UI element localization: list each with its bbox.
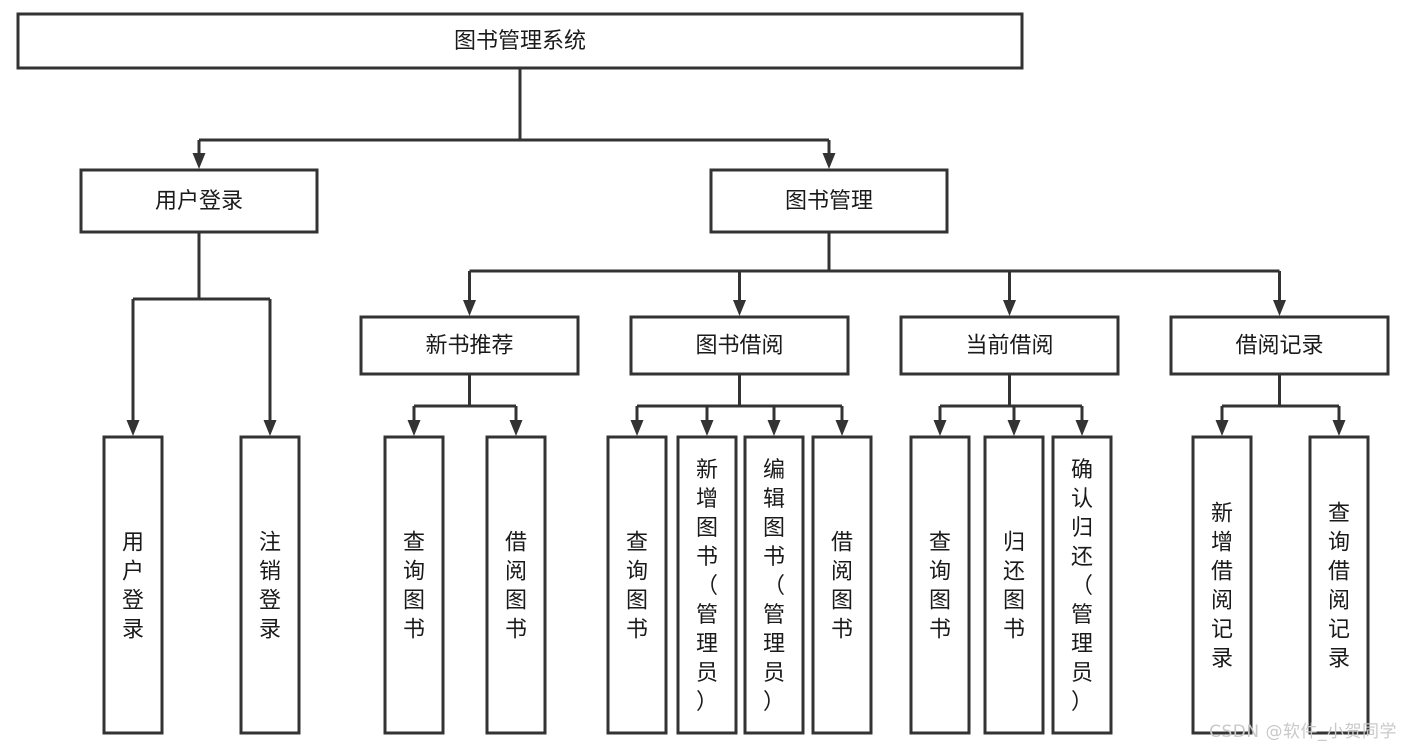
node-leaf-query-book-3[interactable]: 查询图书	[909, 435, 971, 735]
node-label: 当前借阅	[965, 334, 1053, 359]
node-book-borrow[interactable]: 图书借阅	[629, 315, 850, 376]
node-box[interactable]	[743, 435, 805, 735]
node-label: 查询图书	[403, 531, 425, 643]
node-label: 图书借阅	[695, 334, 783, 359]
node-box[interactable]	[1169, 315, 1390, 376]
node-box[interactable]	[16, 12, 1024, 70]
node-label: 编辑图书（管理员）	[763, 458, 785, 715]
node-leaf-confirm-return[interactable]: 确认归还（管理员）	[1051, 435, 1113, 735]
arrow-head-icon	[835, 420, 849, 436]
node-leaf-add-record[interactable]: 新增借阅记录	[1191, 435, 1253, 735]
node-box[interactable]	[606, 435, 668, 735]
node-label: 图书管理系统	[454, 29, 586, 54]
node-label: 新增图书（管理员）	[696, 458, 718, 715]
node-box[interactable]	[359, 315, 580, 376]
arrow-head-icon	[1003, 300, 1016, 316]
node-label: 查询借阅记录	[1328, 502, 1350, 672]
arrow-head-icon	[192, 153, 206, 169]
node-leaf-query-book-2[interactable]: 查询图书	[606, 435, 668, 735]
node-label: 注销登录	[259, 531, 281, 643]
node-label: 用户登录	[122, 531, 144, 643]
arrow-head-icon	[263, 420, 277, 436]
node-label: 新增借阅记录	[1211, 502, 1233, 672]
node-current-borrow[interactable]: 当前借阅	[899, 315, 1120, 376]
node-leaf-edit-book[interactable]: 编辑图书（管理员）	[743, 435, 805, 735]
node-box[interactable]	[102, 435, 164, 735]
node-label: 确认归还（管理员）	[1071, 458, 1093, 715]
node-label: 借阅图书	[831, 531, 853, 643]
node-layer: 图书管理系统用户登录图书管理新书推荐图书借阅当前借阅借阅记录用户登录注销登录查询…	[16, 12, 1390, 735]
node-box[interactable]	[1051, 435, 1113, 735]
arrow-head-icon	[407, 420, 421, 436]
arrow-head-icon	[1215, 420, 1229, 436]
node-borrow-record[interactable]: 借阅记录	[1169, 315, 1390, 376]
arrow-head-icon	[1273, 300, 1286, 316]
node-leaf-logout[interactable]: 注销登录	[239, 435, 301, 735]
node-label: 图书管理	[785, 189, 873, 214]
node-box[interactable]	[983, 435, 1045, 735]
node-box[interactable]	[1308, 435, 1370, 735]
arrow-head-icon	[463, 300, 476, 316]
arrow-head-icon	[509, 420, 523, 436]
node-leaf-query-record[interactable]: 查询借阅记录	[1308, 435, 1370, 735]
node-box[interactable]	[899, 315, 1120, 376]
node-box[interactable]	[811, 435, 873, 735]
arrow-head-icon	[1075, 420, 1089, 436]
node-box[interactable]	[485, 435, 547, 735]
arrow-head-icon	[1007, 420, 1021, 436]
node-label: 查询图书	[626, 531, 648, 643]
node-leaf-user-login[interactable]: 用户登录	[102, 435, 164, 735]
arrow-head-icon	[126, 420, 140, 436]
node-label: 新书推荐	[425, 334, 513, 359]
arrow-head-icon	[933, 420, 947, 436]
node-label: 用户登录	[155, 189, 243, 214]
node-label: 归还图书	[1003, 531, 1025, 643]
node-leaf-borrow-book-2[interactable]: 借阅图书	[811, 435, 873, 735]
node-box[interactable]	[383, 435, 445, 735]
node-root[interactable]: 图书管理系统	[16, 12, 1024, 70]
node-box[interactable]	[79, 168, 319, 234]
node-leaf-borrow-book-1[interactable]: 借阅图书	[485, 435, 547, 735]
node-box[interactable]	[676, 435, 738, 735]
node-box[interactable]	[1191, 435, 1253, 735]
arrow-head-icon	[733, 300, 746, 316]
node-new-book-rec[interactable]: 新书推荐	[359, 315, 580, 376]
node-box[interactable]	[629, 315, 850, 376]
node-label: 借阅图书	[505, 531, 527, 643]
arrow-head-icon	[767, 420, 781, 436]
node-label: 查询图书	[929, 531, 951, 643]
node-box[interactable]	[239, 435, 301, 735]
node-leaf-return-book[interactable]: 归还图书	[983, 435, 1045, 735]
node-label: 借阅记录	[1235, 334, 1323, 359]
node-user-login[interactable]: 用户登录	[79, 168, 319, 234]
arrow-head-icon	[1332, 420, 1346, 436]
node-leaf-query-book-1[interactable]: 查询图书	[383, 435, 445, 735]
arrow-head-icon	[700, 420, 714, 436]
arrow-head-icon	[822, 153, 836, 169]
arrow-head-icon	[630, 420, 644, 436]
node-box[interactable]	[909, 435, 971, 735]
node-book-manage[interactable]: 图书管理	[709, 168, 949, 234]
connector-layer	[126, 68, 1346, 436]
node-box[interactable]	[709, 168, 949, 234]
node-leaf-add-book[interactable]: 新增图书（管理员）	[676, 435, 738, 735]
